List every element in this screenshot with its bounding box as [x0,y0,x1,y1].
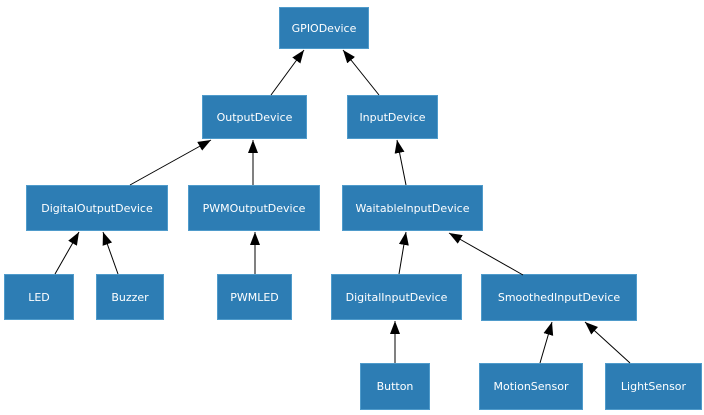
class-node-outputdevice: OutputDevice [202,95,307,139]
edge-led-to-digitaloutputdevice [54,231,80,275]
class-node-label: OutputDevice [216,110,293,124]
edge-buzzer-to-digitaloutputdevice [102,231,119,275]
class-node-pwmoutputdevice: PWMOutputDevice [188,185,320,231]
edge-waitableinputdevice-to-inputdevice [394,139,407,186]
edge-digitaloutputdevice-to-outputdevice [129,139,212,186]
class-node-button: Button [360,363,430,410]
class-node-inputdevice: InputDevice [347,95,438,139]
class-node-digitaloutputdevice: DigitalOutputDevice [26,185,168,231]
class-node-gpiodevice: GPIODevice [279,7,369,49]
class-node-label: PWMOutputDevice [202,201,306,215]
class-node-label: GPIODevice [291,21,357,35]
class-node-label: LightSensor [620,380,687,393]
class-node-buzzer: Buzzer [96,274,164,320]
class-node-waitableinputdevice: WaitableInputDevice [342,185,483,231]
class-node-label: MotionSensor [493,380,569,393]
class-node-label: SmoothedInputDevice [497,291,621,304]
class-node-label: DigitalOutputDevice [41,201,153,215]
edge-lightsensor-to-smoothedinputdevice [584,321,631,364]
edge-digitalinputdevice-to-waitableinputdevice [398,231,409,275]
edge-outputdevice-to-gpiodevice [270,49,305,96]
class-node-motionsensor: MotionSensor [479,363,583,410]
class-node-label: LED [28,290,50,304]
class-node-label: InputDevice [359,110,426,124]
edge-smoothedinputdevice-to-waitableinputdevice [448,232,524,276]
class-node-digitalinputdevice: DigitalInputDevice [331,274,462,320]
edge-motionsensor-to-smoothedinputdevice [539,321,554,364]
class-node-label: PWMLED [230,290,279,304]
class-node-smoothedinputdevice: SmoothedInputDevice [481,274,637,321]
class-node-label: WaitableInputDevice [355,201,470,215]
class-node-label: Button [376,380,414,393]
edge-inputdevice-to-gpiodevice [342,49,380,96]
class-node-label: Buzzer [111,290,149,304]
class-node-lightsensor: LightSensor [605,363,702,410]
class-node-label: DigitalInputDevice [345,290,448,304]
class-node-led: LED [4,274,74,320]
class-node-pwmled: PWMLED [217,274,292,320]
